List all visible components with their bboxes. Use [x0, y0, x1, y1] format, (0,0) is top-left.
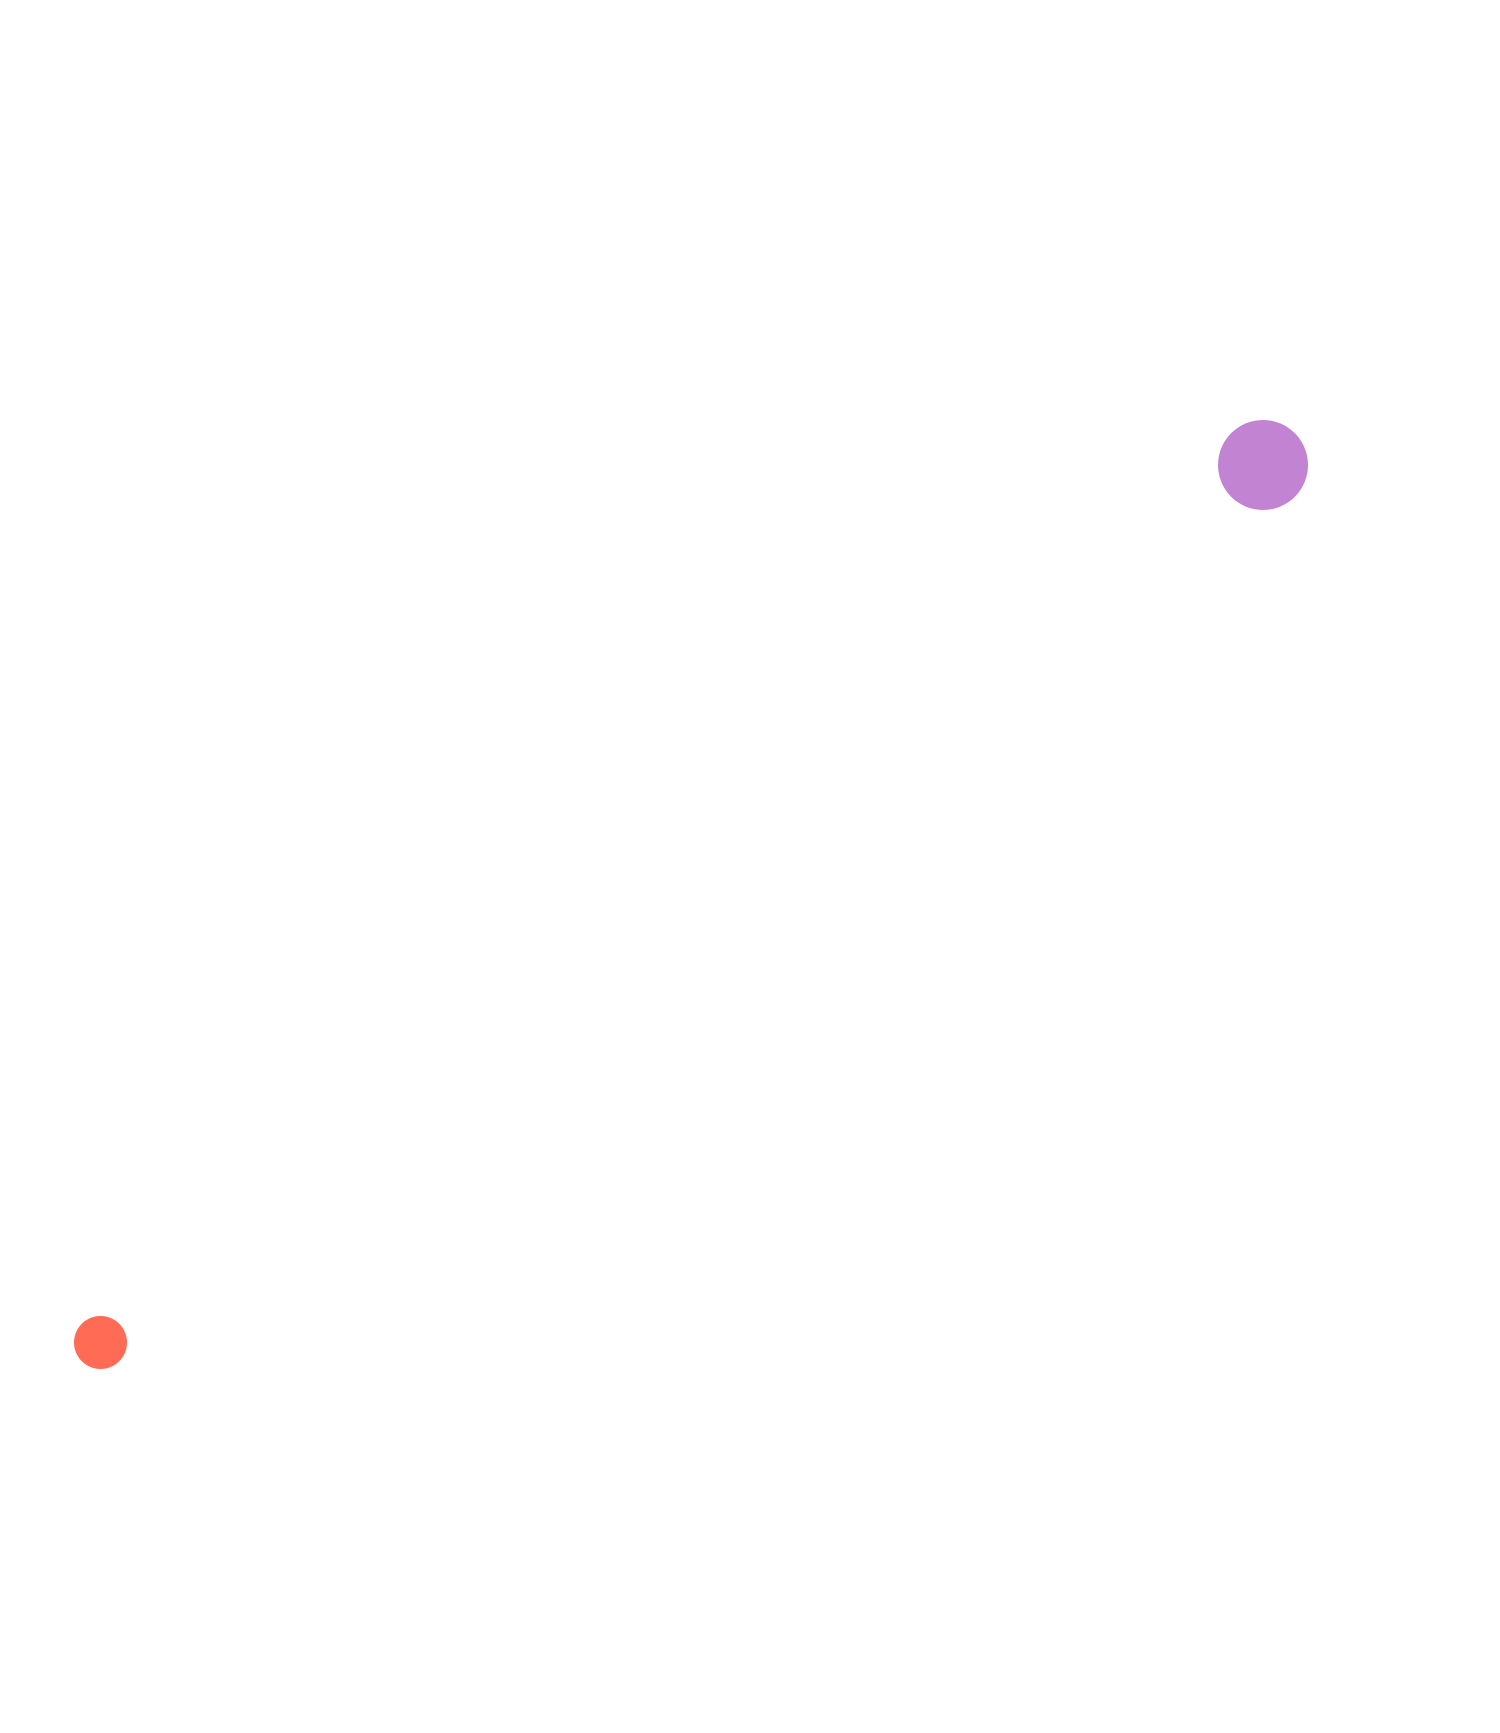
coral-circle [74, 1316, 127, 1369]
purple-circle [1218, 420, 1308, 510]
